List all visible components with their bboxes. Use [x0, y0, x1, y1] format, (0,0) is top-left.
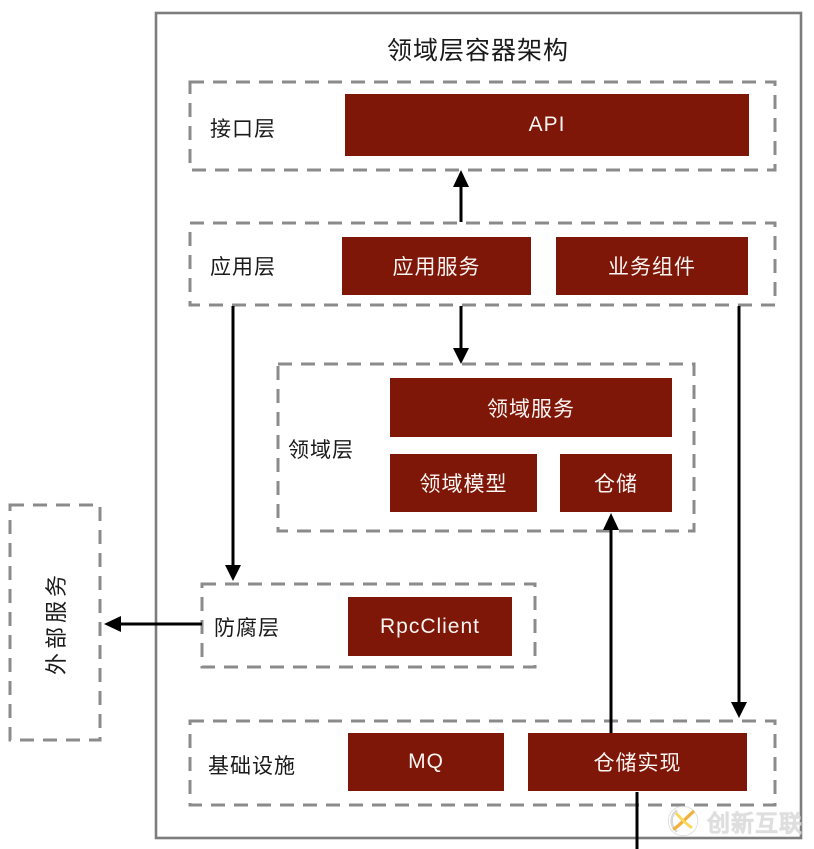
arrow-application-to-api [453, 170, 469, 222]
infrastructure-layer-border [188, 719, 777, 807]
application-layer-border [188, 221, 777, 307]
domain-layer-label: 领域层 [288, 439, 354, 462]
api-box: API [345, 94, 749, 156]
infrastructure-layer-label: 基础设施 [208, 755, 296, 778]
container-border [154, 11, 803, 840]
anticorruption-layer-label: 防腐层 [214, 617, 280, 640]
interface-layer-label: 接口层 [210, 118, 276, 141]
business-component-box: 业务组件 [556, 237, 748, 295]
arrow-application-to-infrastructure [731, 306, 747, 718]
mq-box: MQ [348, 733, 504, 791]
arrow-anticorruption-to-external [104, 616, 202, 632]
repository-box: 仓储 [560, 454, 672, 512]
external-service-border [8, 503, 102, 742]
repository-impl-box: 仓储实现 [528, 733, 747, 791]
arrow-application-to-anticorruption [225, 306, 241, 581]
arrow-repoimpl-to-repository [603, 513, 619, 735]
rpc-client-box: RpcClient [348, 597, 512, 656]
domain-service-box: 领域服务 [390, 378, 672, 437]
application-layer-label: 应用层 [210, 256, 276, 279]
external-service-label: 外部服务 [44, 570, 70, 675]
diagram-title: 领域层容器架构 [386, 37, 569, 65]
arrow-appservice-to-domain [453, 306, 469, 364]
external-service-box: 外部服务 [10, 505, 100, 740]
domain-layer-border [276, 362, 696, 533]
domain-model-box: 领域模型 [390, 454, 537, 512]
application-service-box: 应用服务 [342, 237, 531, 295]
interface-layer-border [188, 80, 777, 172]
